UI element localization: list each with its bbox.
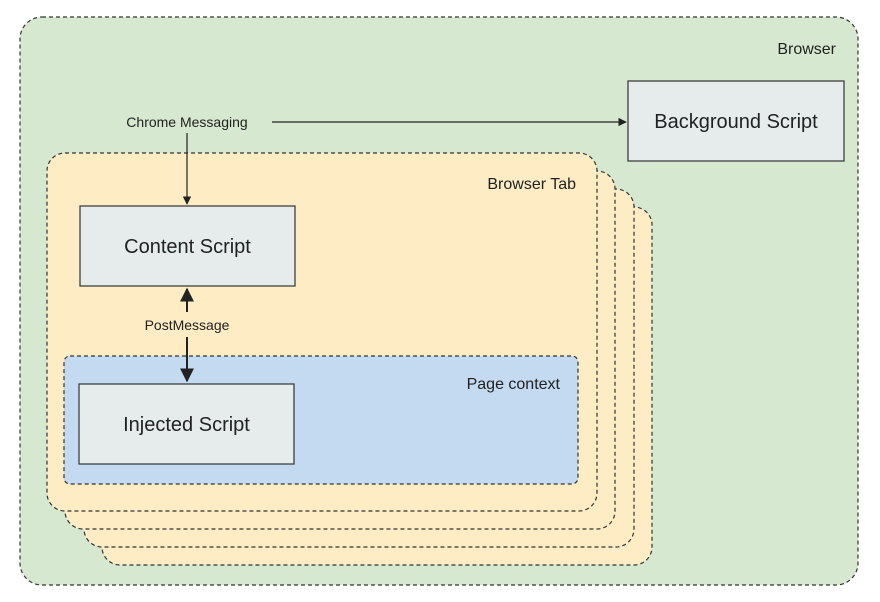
background-script-box xyxy=(627,80,845,162)
chrome-messaging-label: Chrome Messaging xyxy=(126,114,247,130)
background-script-label: Background Script xyxy=(654,111,818,133)
browser-tab-label: Browser Tab xyxy=(487,176,576,193)
injected-script-box xyxy=(78,383,295,465)
post-message-label: PostMessage xyxy=(145,317,230,333)
injected-script-label: Injected Script xyxy=(123,414,250,436)
content-script-label: Content Script xyxy=(124,236,251,258)
browser-label: Browser xyxy=(777,41,836,58)
content-script-box xyxy=(79,205,296,287)
page-context-label: Page context xyxy=(467,376,561,393)
